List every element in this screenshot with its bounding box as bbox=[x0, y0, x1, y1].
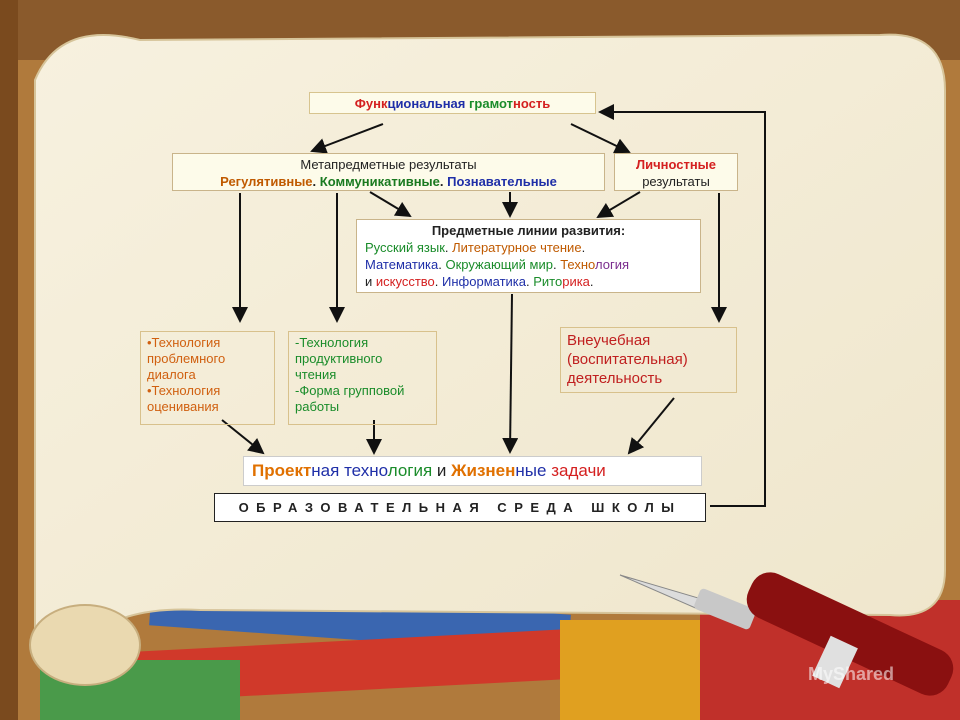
project-segment: Жизнен bbox=[451, 461, 516, 480]
subject-line-1: Русский язык. Литературное чтение. bbox=[365, 240, 585, 255]
extracurricular-box: Внеучебная (воспитательная) деятельность bbox=[560, 327, 737, 393]
project-technology-box: Проектная технология и Жизненные задачи bbox=[243, 456, 702, 486]
subject-segment: . bbox=[552, 257, 561, 272]
project-segment: Проект bbox=[252, 461, 312, 480]
productive-reading-line: -Технология bbox=[295, 335, 369, 350]
subject-segment: Русский язык bbox=[365, 240, 445, 255]
dialogue-technology-line: проблемного bbox=[147, 351, 226, 366]
subject-lines-box: Предметные линии развития: Русский язык.… bbox=[356, 219, 701, 293]
school-environment-text: ОБРАЗОВАТЕЛЬНАЯ СРЕДА ШКОЛЫ bbox=[238, 500, 682, 515]
subject-segment: . bbox=[581, 240, 586, 255]
dialogue-technology-line: оценивания bbox=[147, 399, 219, 414]
functional-literacy-box: Функциональная грамотность bbox=[309, 92, 596, 114]
subject-segment: Техно bbox=[560, 257, 595, 272]
meta-segment: Коммуникативные bbox=[319, 174, 440, 189]
productive-reading-line: -Форма групповой bbox=[295, 383, 405, 398]
subject-segment: Литературное чтение bbox=[452, 240, 582, 255]
dialogue-technology-line: •Технология bbox=[147, 335, 221, 350]
subject-segment: . bbox=[589, 274, 594, 289]
subject-segment: . bbox=[438, 257, 446, 272]
extracurricular-line: Внеучебная bbox=[567, 332, 651, 349]
subject-segment: Информатика bbox=[442, 274, 526, 289]
title-segment: Функ bbox=[354, 96, 388, 111]
project-segment: и bbox=[432, 461, 452, 480]
personal-results-title: Личностные bbox=[635, 157, 717, 172]
productive-reading-line: работы bbox=[295, 399, 340, 414]
subject-segment: Окружающий мир bbox=[445, 257, 553, 272]
metasubject-results-box: Метапредметные результаты Регулятивные. … bbox=[172, 153, 605, 191]
subject-segment: . bbox=[444, 240, 453, 255]
subject-segment: логия bbox=[594, 257, 629, 272]
personal-results-box: Личностные результаты bbox=[614, 153, 738, 191]
productive-reading-line: продуктивного bbox=[295, 351, 383, 366]
project-segment: задачи bbox=[551, 461, 606, 480]
subject-lines-heading: Предметные линии развития: bbox=[431, 223, 626, 238]
subject-segment: Математика bbox=[365, 257, 439, 272]
subject-segment: Рито bbox=[533, 274, 563, 289]
extracurricular-line: деятельность bbox=[567, 370, 663, 387]
project-segment: техно bbox=[344, 461, 388, 480]
subject-segment: . bbox=[526, 274, 534, 289]
title-segment: ность bbox=[513, 96, 551, 111]
watermark: MyShared bbox=[808, 664, 895, 684]
metasubject-results-title: Метапредметные результаты bbox=[300, 157, 477, 172]
subject-line-2: Математика. Окружающий мир. Технология bbox=[365, 257, 629, 272]
project-segment: ные bbox=[515, 461, 552, 480]
title-segment: циональная bbox=[387, 96, 469, 111]
meta-segment: Регулятивные bbox=[220, 174, 313, 189]
extracurricular-line: (воспитательная) bbox=[567, 351, 688, 368]
subject-segment: и bbox=[365, 274, 376, 289]
subject-segment: рика bbox=[562, 274, 590, 289]
subject-segment: . bbox=[434, 274, 443, 289]
functional-literacy-title: Функциональная грамотность bbox=[310, 96, 595, 111]
project-technology-text: Проектная технология и Жизненные задачи bbox=[252, 461, 606, 481]
project-segment: ная bbox=[311, 461, 345, 480]
meta-segment: . bbox=[312, 174, 320, 189]
metasubject-results-types: Регулятивные. Коммуникативные. Познавате… bbox=[173, 174, 604, 189]
subject-segment: искусство bbox=[375, 274, 435, 289]
school-environment-box: ОБРАЗОВАТЕЛЬНАЯ СРЕДА ШКОЛЫ bbox=[214, 493, 706, 522]
title-segment: грамот bbox=[469, 96, 514, 111]
dialogue-technology-line: диалога bbox=[147, 367, 196, 382]
personal-results-subtitle: результаты bbox=[642, 174, 710, 189]
subject-line-3: и искусство. Информатика. Риторика. bbox=[365, 274, 594, 289]
project-segment: логия bbox=[387, 461, 433, 480]
productive-reading-line: чтения bbox=[295, 367, 337, 382]
dialogue-technology-line: •Технология bbox=[147, 383, 221, 398]
meta-segment: Познавательные bbox=[447, 174, 557, 189]
meta-segment: . bbox=[439, 174, 448, 189]
fountain-pen bbox=[619, 572, 954, 696]
extracurricular-text: Внеучебная (воспитательная) деятельность bbox=[567, 331, 688, 388]
